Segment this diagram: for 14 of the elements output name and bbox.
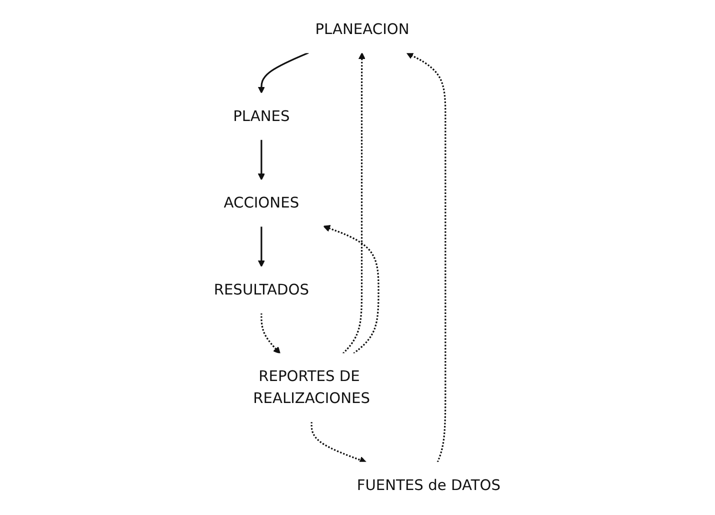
arrow [258,140,266,180]
node-text: FUENTES de DATOS [357,476,501,494]
node-text: ACCIONES [224,194,300,212]
node-text: REPORTES DE REALIZACIONES [253,368,370,408]
node-text: PLANES [233,108,290,125]
arrow [258,226,266,268]
node-text: RESULTADOS [214,281,310,298]
arrow [260,313,281,354]
arrow [311,422,367,464]
arrow [406,52,447,463]
arrow [323,225,380,354]
node-text: PLANEACION [316,21,410,38]
arrow [258,52,310,94]
arrow [342,52,366,354]
